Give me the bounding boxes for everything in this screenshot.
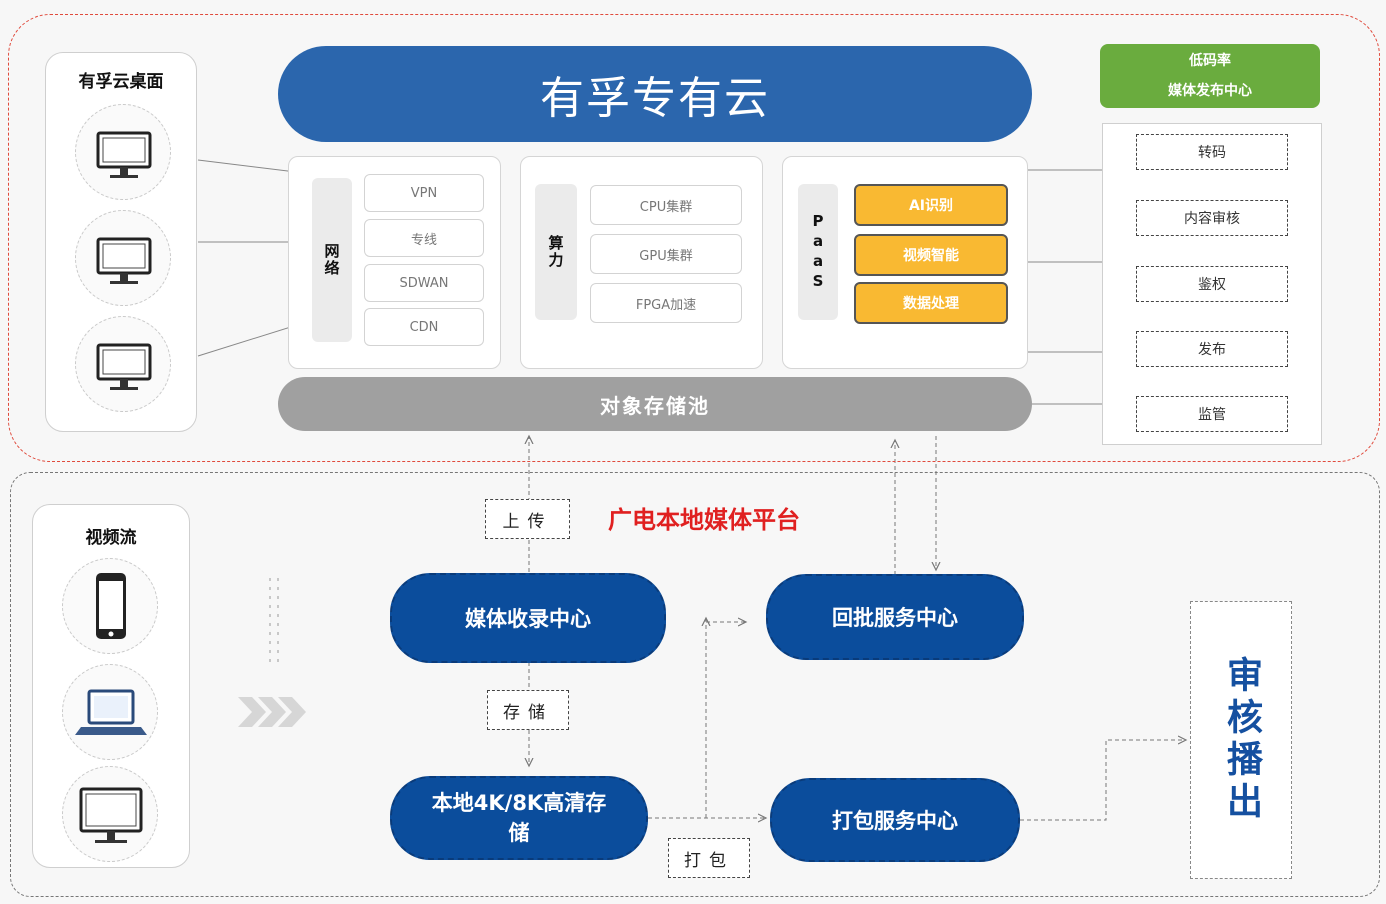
stream-dashes xyxy=(269,578,279,668)
monitor-icon xyxy=(75,210,171,306)
laptop-icon xyxy=(62,664,158,760)
network-item-cdn: CDN xyxy=(364,308,484,346)
local-4k-8k-storage: 本地4K/8K高清存储 xyxy=(390,776,648,860)
compute-item-gpu: GPU集群 xyxy=(590,234,742,274)
paas-item-video: 视频智能 xyxy=(854,234,1008,276)
review-broadcast-box: 审核播出 xyxy=(1190,601,1292,879)
flow-chevrons xyxy=(238,697,306,727)
network-item-vpn: VPN xyxy=(364,174,484,212)
network-item-sdwan: SDWAN xyxy=(364,264,484,302)
compute-label: 算力 xyxy=(535,184,577,320)
media-item-auth: 鉴权 xyxy=(1136,266,1288,302)
compute-item-cpu: CPU集群 xyxy=(590,185,742,225)
cloud-desktop-title: 有孚云桌面 xyxy=(78,72,164,92)
return-service-center: 回批服务中心 xyxy=(766,574,1024,660)
monitor-icon xyxy=(62,766,158,862)
media-center-title-line1: 低码率 xyxy=(1189,53,1231,69)
media-center-header: 低码率 媒体发布中心 xyxy=(1100,44,1320,108)
media-item-supervise: 监管 xyxy=(1136,396,1288,432)
cloud-title-banner: 有孚专有云 xyxy=(278,46,1032,142)
upload-tag: 上传 xyxy=(485,499,570,539)
media-item-transcode: 转码 xyxy=(1136,134,1288,170)
monitor-icon xyxy=(75,104,171,200)
object-storage-pool: 对象存储池 xyxy=(278,377,1032,431)
paas-item-ai: AI识别 xyxy=(854,184,1008,226)
paas-item-data: 数据处理 xyxy=(854,282,1008,324)
media-item-content-review: 内容审核 xyxy=(1136,200,1288,236)
packaging-service-center: 打包服务中心 xyxy=(770,778,1020,862)
paas-label: PaaS xyxy=(798,184,838,320)
store-tag: 存储 xyxy=(487,690,569,730)
monitor-icon xyxy=(75,316,171,412)
local-platform-region xyxy=(10,472,1380,897)
pack-tag: 打包 xyxy=(668,838,750,878)
media-ingest-center: 媒体收录中心 xyxy=(390,573,666,663)
broadcast-arrow xyxy=(1020,740,1186,821)
media-item-publish: 发布 xyxy=(1136,331,1288,367)
video-stream-title: 视频流 xyxy=(85,528,137,548)
local-platform-title: 广电本地媒体平台 xyxy=(608,506,800,534)
network-item-leased-line: 专线 xyxy=(364,219,484,257)
compute-item-fpga: FPGA加速 xyxy=(590,283,742,323)
cloud-region xyxy=(8,14,1380,462)
media-center-title-line2: 媒体发布中心 xyxy=(1168,83,1252,99)
phone-icon xyxy=(62,558,158,654)
network-label: 网络 xyxy=(312,178,352,342)
